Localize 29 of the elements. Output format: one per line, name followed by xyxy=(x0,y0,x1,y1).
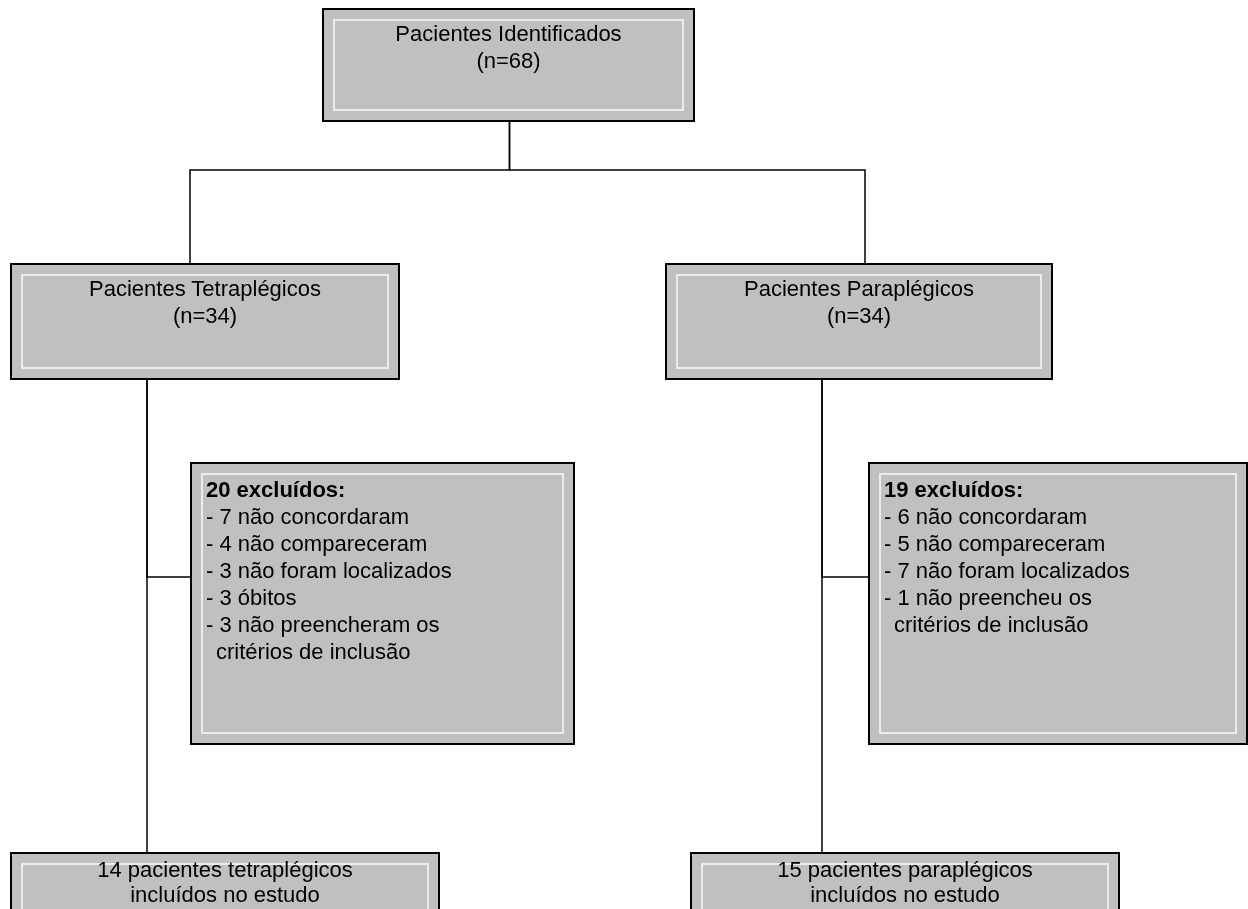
box-text: - 6 não concordaram xyxy=(884,503,1087,530)
box-text: - 7 não concordaram xyxy=(206,503,409,530)
box-text: 15 pacientes paraplégicos incluídos no estudo xyxy=(776,857,1034,907)
connector-line xyxy=(146,379,148,853)
box-text: - 1 não preencheu os critérios de inclusão xyxy=(884,584,1093,638)
box-text: - 5 não compareceram xyxy=(884,530,1106,557)
connector-line xyxy=(821,379,823,853)
connector-line xyxy=(508,121,866,264)
box-text: - 4 não compareceram xyxy=(206,530,428,557)
box-text: (n=34) xyxy=(826,302,892,329)
box-text: - 7 não foram localizados xyxy=(884,557,1130,584)
process-box xyxy=(10,263,400,380)
process-box xyxy=(665,263,1053,380)
box-text: 14 pacientes tetraplégicos incluídos no estudo xyxy=(96,857,354,907)
box-text: - 3 não preencheram os critérios de inclusão xyxy=(206,611,441,665)
box-text: - 3 óbitos xyxy=(206,584,297,611)
exclusion-box xyxy=(190,462,575,745)
box-text: Pacientes Paraplégicos xyxy=(744,275,974,302)
box-heading: 19 excluídos: xyxy=(884,476,1024,503)
process-box xyxy=(690,852,1120,909)
box-text: (n=68) xyxy=(476,47,541,74)
process-box xyxy=(10,852,440,909)
process-box xyxy=(322,8,695,122)
exclusion-box xyxy=(868,462,1248,745)
box-heading: 20 excluídos: xyxy=(206,476,346,503)
box-text: (n=34) xyxy=(172,302,238,329)
box-text: Pacientes Tetraplégicos xyxy=(89,275,321,302)
box-text: Pacientes Identificados xyxy=(395,20,622,47)
box-text: - 3 não foram localizados xyxy=(206,557,452,584)
